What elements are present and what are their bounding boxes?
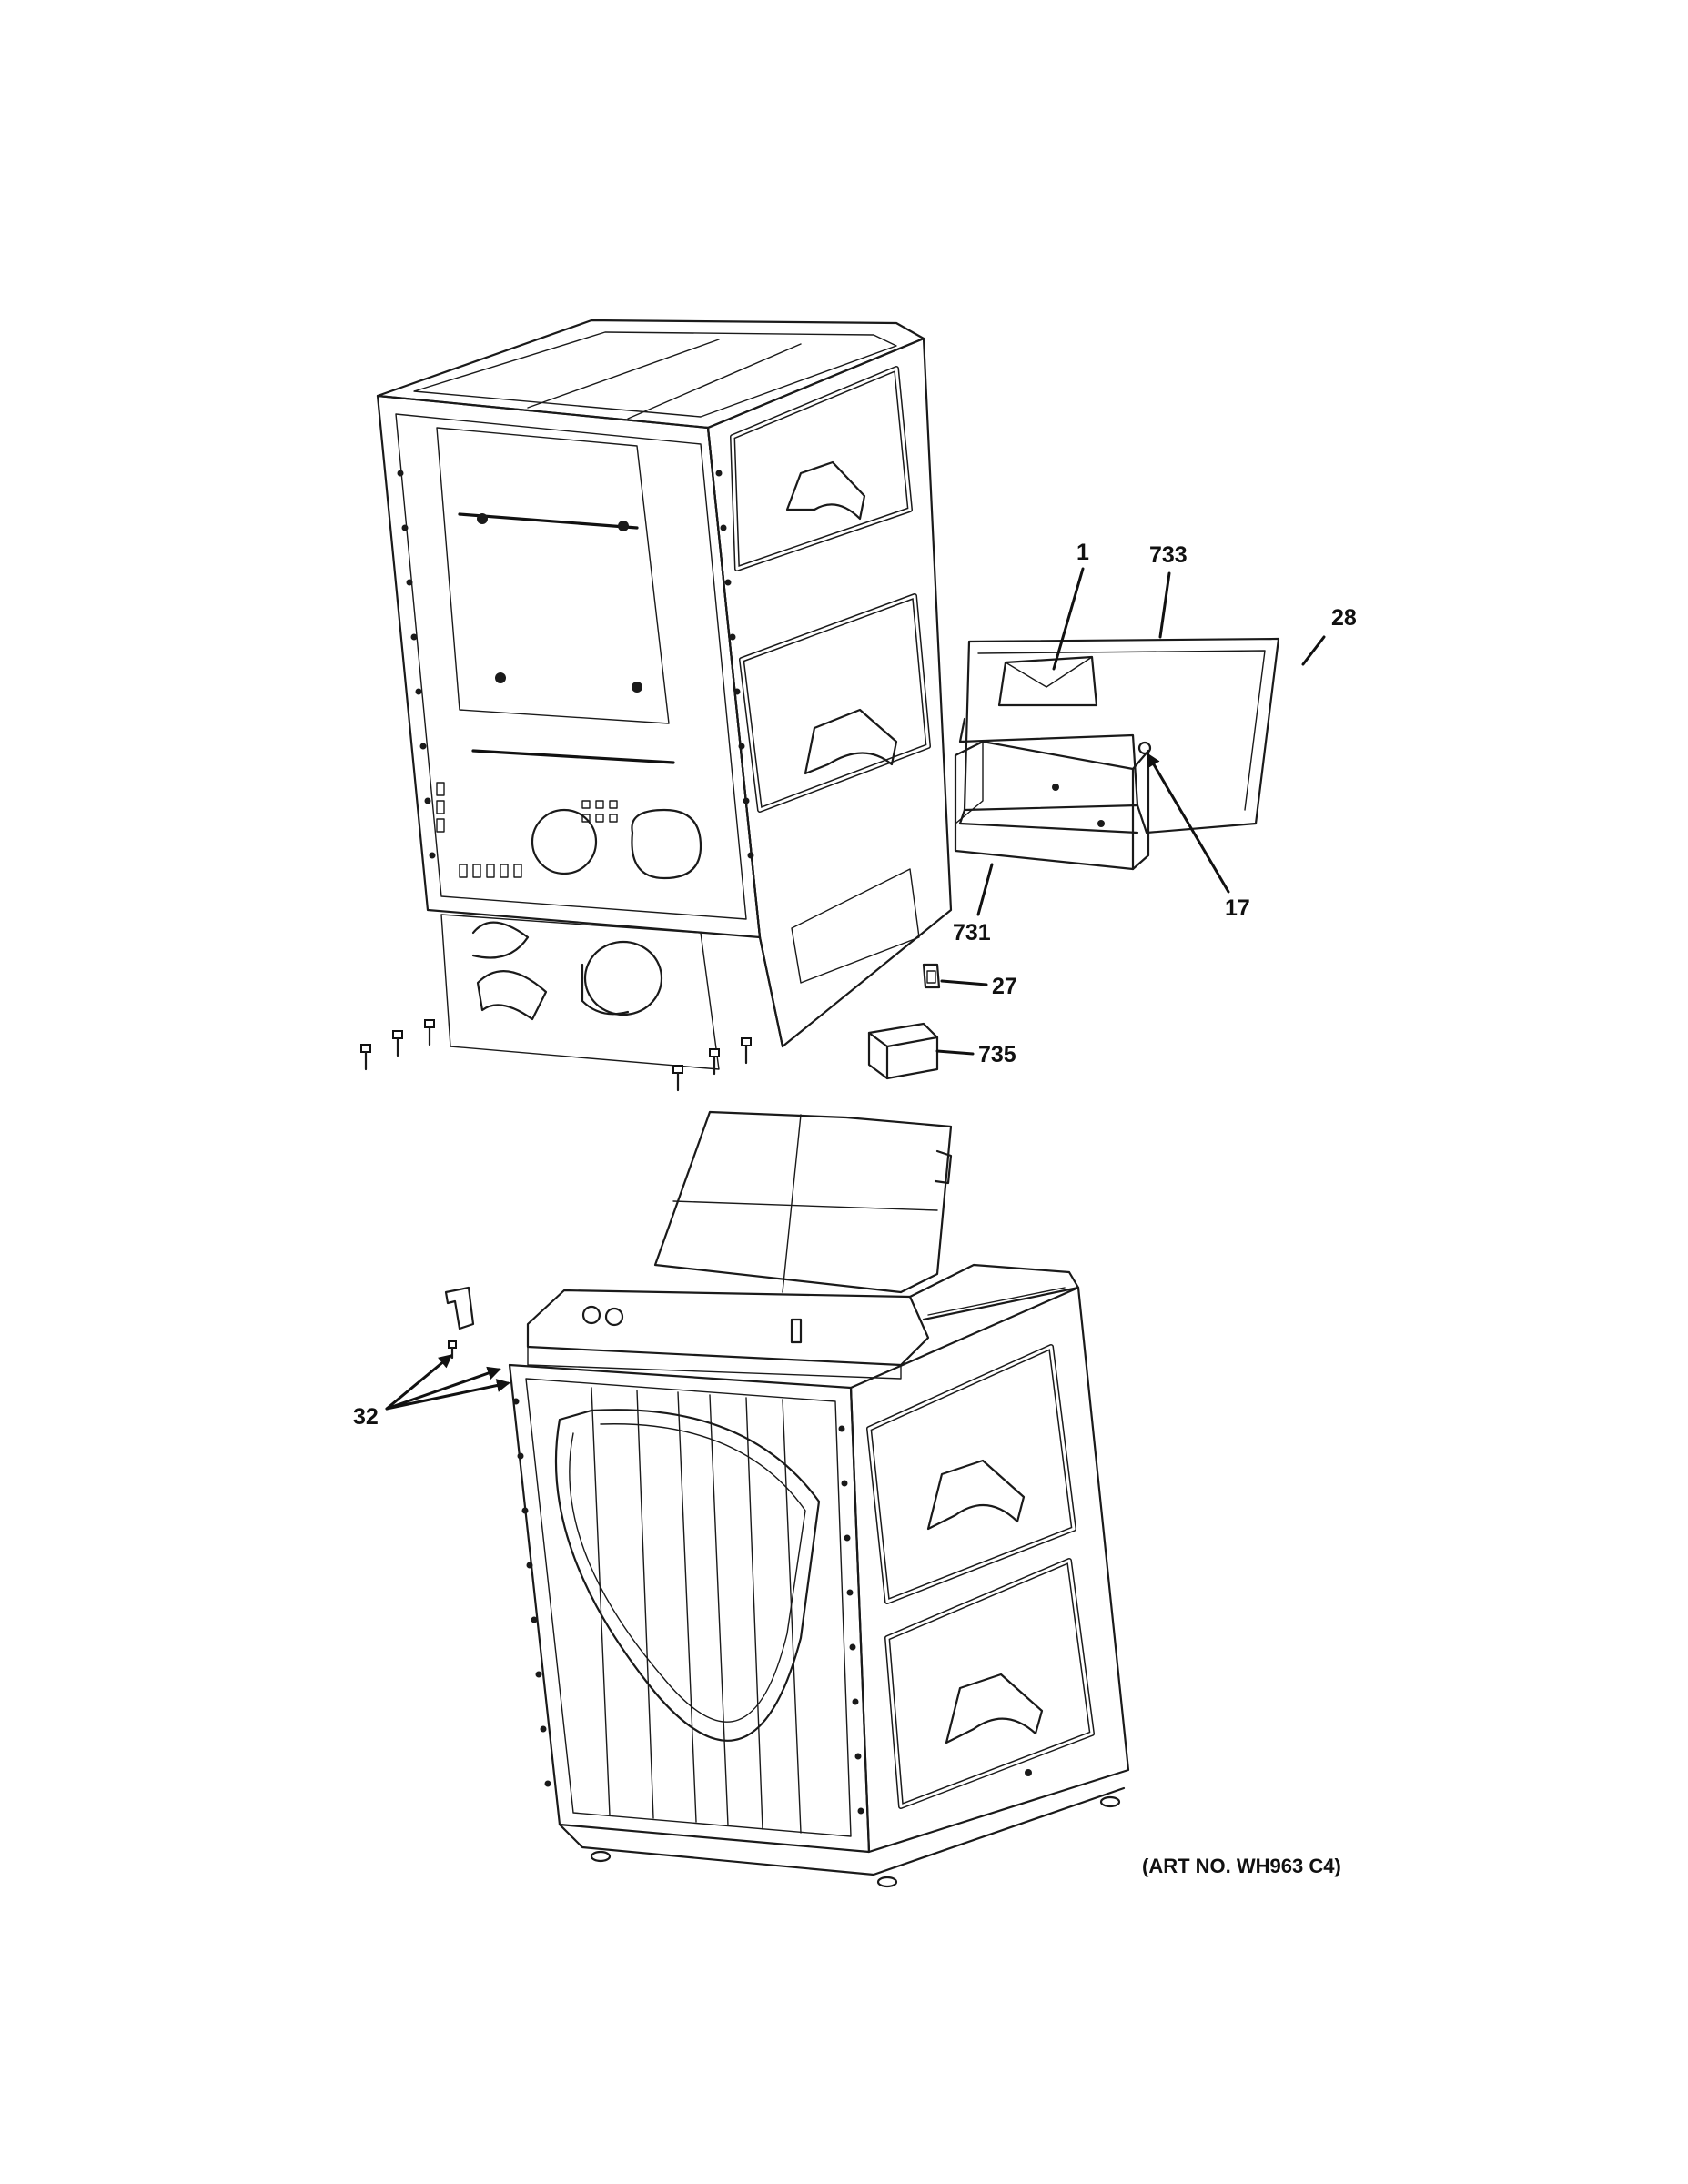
callout-label-735: 735 bbox=[978, 1042, 1016, 1067]
control-panel-icon bbox=[954, 637, 1280, 871]
dryer-unit-icon bbox=[376, 318, 953, 1070]
callout-label-28: 28 bbox=[1331, 605, 1357, 631]
washer-unit-icon bbox=[508, 1110, 1130, 1888]
callout-32: 32 bbox=[353, 1354, 510, 1430]
screw-icon bbox=[360, 1019, 752, 1092]
callout-735: 735 bbox=[935, 1042, 1016, 1067]
callout-label-733: 733 bbox=[1149, 542, 1188, 568]
callout-28: 28 bbox=[1301, 605, 1357, 666]
callout-731: 731 bbox=[953, 863, 994, 945]
callout-label-17: 17 bbox=[1225, 895, 1250, 921]
callout-label-731: 731 bbox=[953, 920, 991, 945]
callout-1: 1 bbox=[1052, 540, 1089, 671]
callout-label-32: 32 bbox=[353, 1404, 379, 1430]
bracket-icon bbox=[444, 1286, 475, 1360]
clip-icon bbox=[922, 963, 941, 989]
vent-cap-icon bbox=[867, 1022, 939, 1080]
callout-label-1: 1 bbox=[1076, 540, 1089, 565]
callout-27: 27 bbox=[940, 974, 1017, 999]
art-number: (ART NO. WH963 C4) bbox=[1142, 1855, 1341, 1877]
callout-733: 733 bbox=[1149, 542, 1188, 639]
callout-label-27: 27 bbox=[992, 974, 1017, 999]
callout-17: 17 bbox=[1147, 753, 1250, 921]
